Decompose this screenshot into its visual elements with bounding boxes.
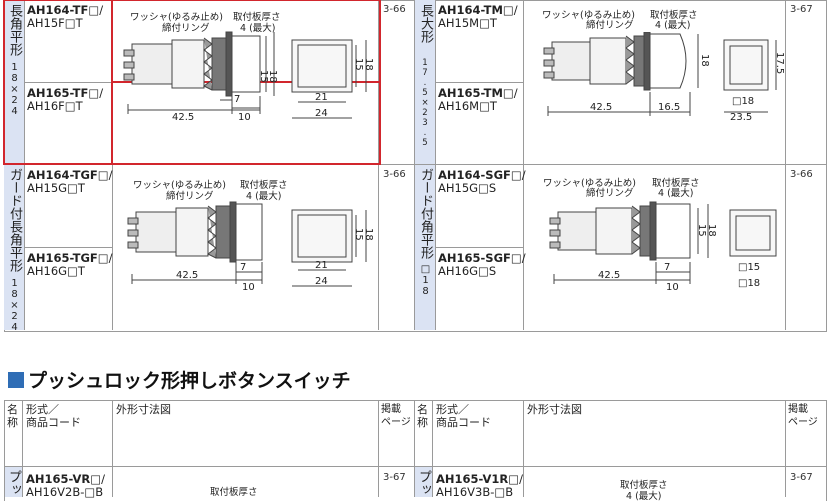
side-label-bg xyxy=(415,467,433,497)
side-label-bg xyxy=(5,467,23,497)
side-label-size: 17.5×23.5 xyxy=(420,58,430,148)
washer-label: ワッシャ(ゆるみ止め) xyxy=(543,178,636,189)
plate-label: 取付板厚さ xyxy=(620,480,668,491)
page-ref: 3-67 xyxy=(383,472,406,483)
ring-label: 締付リング xyxy=(166,191,214,202)
dim-fh15: 15 xyxy=(353,228,364,241)
dim-16-5: 16.5 xyxy=(658,102,680,113)
plate-label: 取付板厚さ xyxy=(652,178,700,189)
dim-h18: 18 xyxy=(706,224,716,237)
highlight-box xyxy=(111,0,381,85)
switch-side-drawing: 42.5 7 10 xyxy=(127,201,263,292)
dim-7: 7 xyxy=(234,94,240,105)
dim-w24: 24 xyxy=(315,276,328,287)
ring-label: 締付リング xyxy=(162,23,210,34)
switch-front-drawing: 21 24 15 18 xyxy=(291,39,374,119)
dim-10: 10 xyxy=(666,282,679,292)
page-ref: 3-66 xyxy=(383,4,406,15)
header-name: 名称 xyxy=(417,403,428,429)
model-code: AH164-TGF□/AH15G□T xyxy=(27,168,113,195)
side-label-size: 18×24 xyxy=(9,278,20,333)
side-label: プッ xyxy=(6,470,21,496)
section-marker xyxy=(8,372,24,388)
model-code: AH164-TM□/AH15M□T xyxy=(438,3,518,30)
grid-divider-center xyxy=(414,0,415,330)
plate-value: 4 (最大) xyxy=(655,20,691,31)
dim-fh18: 18 xyxy=(363,58,374,71)
model-code: AH165-TM□/AH16M□T xyxy=(438,86,518,113)
side-label: 長大形 xyxy=(418,4,433,43)
grid-divider-middle xyxy=(4,164,826,165)
dim-length: 42.5 xyxy=(176,270,198,281)
dim-w21: 21 xyxy=(315,260,328,271)
switch-front-drawing: 17.5 □18 23.5 xyxy=(723,39,784,122)
switch-side-drawing: 42.5 7 10 15 18 xyxy=(549,201,716,292)
plate-label: 取付板厚さ xyxy=(233,12,281,23)
dim-7: 7 xyxy=(664,262,670,273)
highlight-box xyxy=(3,0,113,165)
model-code: AH164-SGF□/AH15G□S xyxy=(438,168,526,195)
dim-h18: 18 xyxy=(267,70,278,83)
header-dimensions: 外形寸法図 xyxy=(116,403,171,416)
model-code: AH164-TF□/AH15F□T xyxy=(27,3,104,30)
dim-fh18: 18 xyxy=(363,228,374,241)
switch-front-drawing: □15 □18 xyxy=(729,209,777,289)
plate-label: 取付板厚さ xyxy=(240,180,288,191)
page-ref: 3-67 xyxy=(790,4,813,15)
dim-w23-5: 23.5 xyxy=(730,112,752,122)
plate-label: 取付板厚さ xyxy=(210,487,258,498)
washer-label: ワッシャ(ゆるみ止め) xyxy=(133,180,226,191)
switch-side-drawing: 42.5 16.5 18 xyxy=(543,32,710,116)
side-label-size: □18 xyxy=(420,264,431,297)
dim-length: 42.5 xyxy=(598,270,620,281)
dim-h17-5: 17.5 xyxy=(774,52,784,74)
ring-label: 締付リング xyxy=(586,20,634,31)
model-code: AH165-V1R□/AH16V3B-□B xyxy=(436,472,523,499)
model-code: AH165-SGF□/AH16G□S xyxy=(438,251,526,278)
side-label-size: 18×24 xyxy=(9,62,20,117)
plate-value: 4 (最大) xyxy=(246,191,282,202)
switch-side-drawing: 42.5 7 10 15 18 xyxy=(123,31,278,123)
header-page: 掲載ページ xyxy=(788,404,818,428)
header-page: 掲載ページ xyxy=(381,404,411,428)
section-title: プッシュロック形押しボタンスイッチ xyxy=(28,370,351,392)
header-type: 形式／商品コード xyxy=(26,403,81,429)
dim-10: 10 xyxy=(242,282,255,292)
plate-value: 4 (最大) xyxy=(658,188,694,199)
dim-h15: 15 xyxy=(258,70,269,83)
washer-label: ワッシャ(ゆるみ止め) xyxy=(542,10,635,21)
dim-fh15: 15 xyxy=(353,58,364,71)
dim-sq18: □18 xyxy=(738,278,760,289)
page-ref: 3-67 xyxy=(790,472,813,483)
dim-h18: 18 xyxy=(699,54,710,67)
header-name: 名称 xyxy=(7,403,18,429)
page-ref: 3-66 xyxy=(383,169,406,180)
side-label: 長角平形 xyxy=(7,4,22,56)
side-label: ガード付長角平形 xyxy=(7,168,22,272)
side-label: プッ xyxy=(416,470,431,496)
side-label: ガード付角平形 xyxy=(418,168,433,259)
dim-7: 7 xyxy=(240,262,246,273)
dim-length: 42.5 xyxy=(590,102,612,113)
washer-label: ワッシャ(ゆるみ止め) xyxy=(130,12,223,23)
dim-h15: 15 xyxy=(696,224,707,237)
dim-w21: 21 xyxy=(315,92,328,103)
plate-value: 4 (最大) xyxy=(240,23,276,34)
header-dimensions: 外形寸法図 xyxy=(527,403,582,416)
plate-label: 取付板厚さ xyxy=(650,10,698,21)
switch-front-drawing: 21 24 15 18 xyxy=(291,209,374,287)
dim-sq15: □15 xyxy=(738,262,760,273)
dim-10: 10 xyxy=(238,112,251,123)
dim-w24: 24 xyxy=(315,108,328,119)
page-ref: 3-66 xyxy=(790,169,813,180)
header-type: 形式／商品コード xyxy=(436,403,491,429)
ring-label: 締付リング xyxy=(586,188,634,199)
model-code: AH165-TF□/AH16F□T xyxy=(27,86,104,113)
model-code: AH165-TGF□/AH16G□T xyxy=(27,251,113,278)
dim-sq18: □18 xyxy=(732,96,754,107)
dim-length: 42.5 xyxy=(172,112,194,123)
model-code: AH165-VR□/AH16V2B-□B xyxy=(26,472,105,499)
